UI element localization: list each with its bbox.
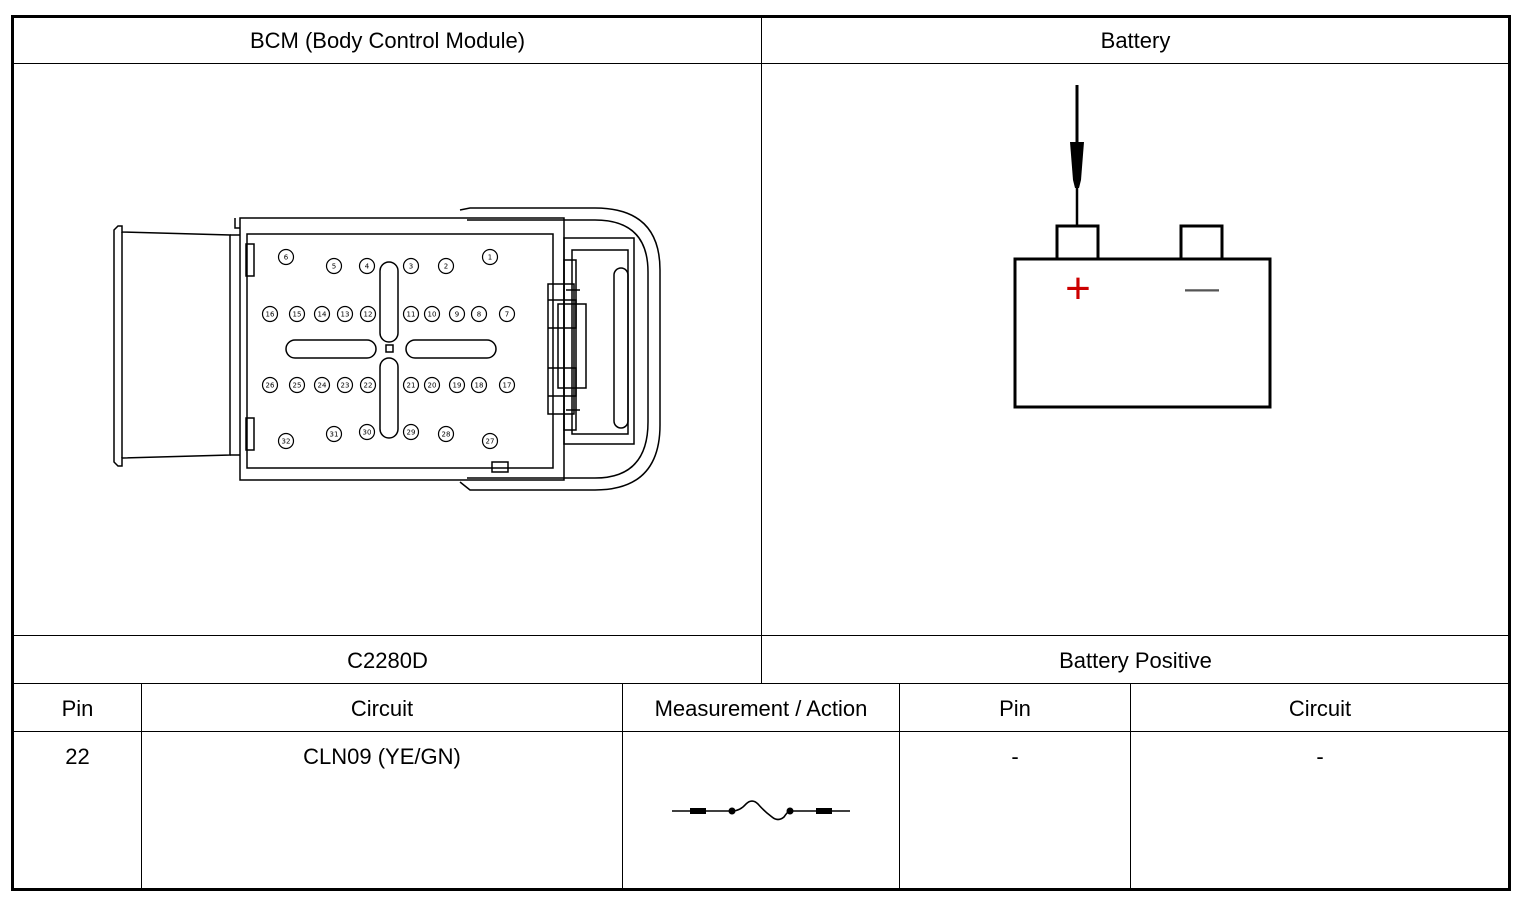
column-header-divider: [13, 731, 1509, 732]
wiring-table-frame: [11, 15, 1511, 891]
bcm-pin-label: 9: [455, 311, 459, 319]
bcm-pin-label: 26: [266, 382, 275, 390]
bcm-pin-cavity: 20: [423, 376, 441, 394]
fuse-symbol-icon: [672, 800, 850, 821]
bcm-connector-name: C2280D: [347, 648, 428, 673]
row-pin-left: 22: [65, 744, 90, 769]
bcm-pin-cavity: 10: [423, 305, 441, 323]
bcm-pin-label: 30: [363, 429, 372, 437]
bcm-pin-label: 23: [341, 382, 350, 390]
bcm-pin-cavity: 1: [481, 248, 499, 266]
bcm-pin-cavity: 31: [325, 425, 343, 443]
bcm-pin-label: 28: [442, 431, 451, 439]
bcm-pin-label: 2: [444, 263, 448, 271]
bcm-pin-cavity: 32: [277, 432, 295, 450]
battery-connector-name: Battery Positive: [1059, 648, 1212, 673]
col-divider-3: [899, 683, 900, 889]
col-header-pin-right: Pin: [999, 696, 1031, 721]
row-circuit-right: -: [1316, 744, 1324, 769]
bcm-pin-cavity: 28: [437, 425, 455, 443]
col-divider-1: [141, 683, 142, 889]
col-header-circuit-right: Circuit: [1288, 696, 1352, 721]
bcm-pin-cavity: 5: [325, 257, 343, 275]
battery-plus-sign: +: [1065, 264, 1091, 313]
battery-negative-terminal: [1179, 224, 1224, 261]
battery-icon: [1013, 85, 1272, 409]
bcm-pin-label: 31: [330, 431, 339, 439]
bcm-pin-label: 21: [407, 382, 416, 390]
bcm-pin-label: 3: [409, 263, 413, 271]
bcm-pin-cavity: 29: [402, 423, 420, 441]
bcm-pin-cavity: 7: [498, 305, 516, 323]
bcm-pin-label: 1: [488, 254, 492, 262]
col-divider-4: [1130, 683, 1131, 889]
bcm-pin-label: 19: [453, 382, 462, 390]
bcm-pin-label: 6: [284, 254, 289, 262]
center-divider: [761, 17, 762, 684]
bcm-pin-label: 16: [266, 311, 275, 319]
bcm-pin-cavity: 21: [402, 376, 420, 394]
bcm-pin-cavity: 13: [336, 305, 354, 323]
bcm-pin-cavity: 4: [358, 257, 376, 275]
bcm-pin-cavity: 8: [470, 305, 488, 323]
bcm-pin-label: 4: [365, 263, 370, 271]
bcm-pin-cavity: 18: [470, 376, 488, 394]
bcm-pin-cavity: 23: [336, 376, 354, 394]
bcm-pin-label: 32: [282, 438, 291, 446]
bcm-pin-label: 18: [475, 382, 484, 390]
col-header-measurement: Measurement / Action: [654, 696, 868, 721]
bcm-pin-label: 13: [341, 311, 350, 319]
bcm-pin-cavity: 2: [437, 257, 455, 275]
bcm-pin-cavity: 26: [261, 376, 279, 394]
bcm-pin-cavity: 19: [448, 376, 466, 394]
battery-probe-tip: [1070, 142, 1084, 188]
bcm-pin-label: 14: [318, 311, 327, 319]
bcm-pin-label: 22: [364, 382, 373, 390]
bcm-pin-cavity: 16: [261, 305, 279, 323]
col-header-circuit-left: Circuit: [350, 696, 414, 721]
bcm-pin-cavity: 24: [313, 376, 331, 394]
bcm-pin-label: 20: [428, 382, 437, 390]
bcm-pin-cavity: 12: [359, 305, 377, 323]
bcm-pin-label: 11: [407, 311, 416, 319]
bcm-pin-cavity: 30: [358, 423, 376, 441]
bcm-pin-label: 7: [505, 311, 509, 319]
bcm-pin-cavity: 9: [448, 305, 466, 323]
bcm-pin-cavity: 6: [277, 248, 295, 266]
battery-body: [1013, 257, 1272, 409]
bcm-pin-cavity: 15: [288, 305, 306, 323]
bcm-pin-cavity: 14: [313, 305, 331, 323]
bcm-pin-label: 10: [428, 311, 437, 319]
bcm-pin-label: 27: [486, 438, 495, 446]
row-circuit-left: CLN09 (YE/GN): [303, 744, 461, 769]
battery-minus-sign: —: [1185, 269, 1219, 307]
bcm-pin-label: 12: [364, 311, 373, 319]
col-divider-2: [622, 683, 623, 889]
bcm-pin-cavity: 27: [481, 432, 499, 450]
bcm-title: BCM (Body Control Module): [249, 28, 526, 53]
bcm-pin-label: 17: [503, 382, 512, 390]
bcm-pin-cavity: 25: [288, 376, 306, 394]
bcm-pin-label: 29: [407, 429, 416, 437]
bcm-pin-label: 8: [477, 311, 481, 319]
bcm-pin-cavity: 3: [402, 257, 420, 275]
bcm-pin-label: 24: [318, 382, 327, 390]
col-header-pin-left: Pin: [61, 696, 94, 721]
bcm-pin-label: 5: [332, 263, 336, 271]
bcm-pin-cavity: 17: [498, 376, 516, 394]
bcm-pin-cavity: 22: [359, 376, 377, 394]
row-pin-right: -: [1011, 744, 1019, 769]
bcm-pin-label: 15: [293, 311, 302, 319]
battery-title: Battery: [1100, 28, 1171, 53]
bcm-pin-cavity: 11: [402, 305, 420, 323]
bcm-pin-label: 25: [293, 382, 302, 390]
battery-positive-terminal: [1055, 224, 1100, 261]
